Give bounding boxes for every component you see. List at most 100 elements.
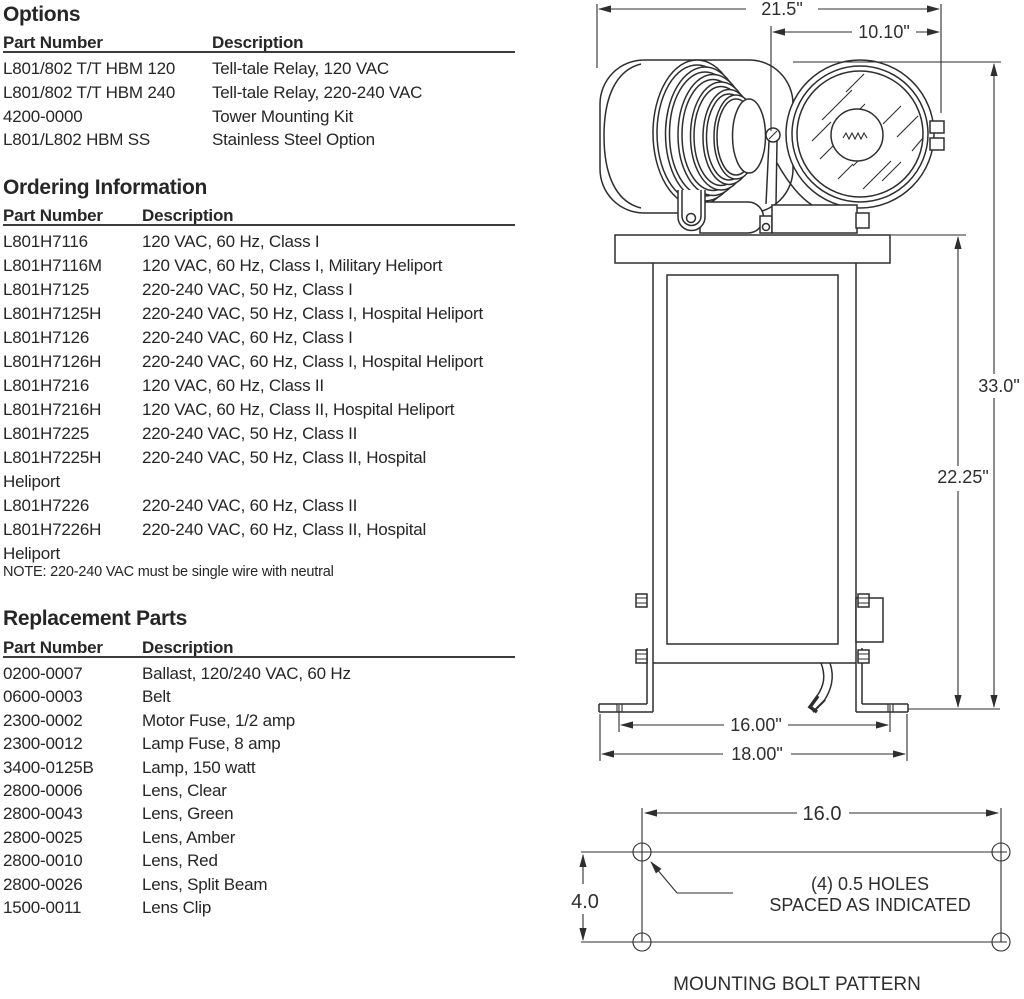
pedestal-top-plate: [614, 234, 891, 264]
part-number-cell: 0200-0007: [3, 664, 83, 683]
part-number-cell: L801H7216H: [3, 400, 102, 419]
part-number-cell: L801/802 T/T HBM 240: [3, 82, 176, 102]
part-number-cell: L801H7116M: [3, 256, 102, 275]
ordering-note: NOTE: 220-240 VAC must be single wire wi…: [3, 564, 334, 580]
table-row: L801H7225H 220-240 VAC, 50 Hz, Class II, …: [3, 446, 521, 470]
description-cell: Stainless Steel Option: [212, 130, 375, 150]
dim-label-18-00: 18.00": [731, 744, 782, 764]
part-number-cell: L801H7226: [3, 496, 90, 515]
bolt-pattern-width-dim: 16.0: [644, 803, 999, 825]
dimension-base-width: 18.00": [599, 714, 908, 764]
holes-callout: (4) 0.5 HOLES SPACED AS INDICATED: [650, 861, 971, 915]
description-cell: Lens, Clear: [142, 780, 227, 800]
mounting-bolt-pattern: 16.0 4.0 (4) 0.5 HOLES SPACED AS INDICAT…: [571, 803, 1011, 995]
table-row: L801H7226 220-240 VAC, 60 Hz, Class II: [3, 494, 521, 518]
description-cell: Lamp, 150 watt: [142, 757, 256, 777]
section-title: Options: [3, 3, 81, 26]
beacon-base-box: [771, 204, 858, 234]
part-number-cell: L801H7126H: [3, 352, 102, 371]
part-number-cell: L801H7226H: [3, 520, 102, 539]
part-number-cell: L801H7125: [3, 280, 90, 299]
part-number-cell: 3400-0125B: [3, 757, 94, 777]
part-number-cell: L801/802 T/T HBM 120: [3, 59, 176, 78]
description-cell: Tell-tale Relay, 220-240 VAC: [212, 82, 423, 102]
description-cell: 220-240 VAC, 50 Hz, Class I, Hospital He…: [142, 304, 484, 323]
description-cell: 220-240 VAC, 50 Hz, Class I: [142, 280, 353, 299]
lamp-filament: [842, 131, 868, 141]
description-cell: 120 VAC, 60 Hz, Class II: [142, 376, 324, 395]
description-cell: Tower Mounting Kit: [212, 106, 353, 126]
part-number-cell: 4200-0000: [3, 106, 83, 126]
bolt-pattern-height-dim: 4.0: [571, 854, 599, 941]
description-cell: 220-240 VAC, 50 Hz, Class II, Hospital: [142, 448, 427, 467]
description-header: Description: [142, 638, 234, 657]
description-cell: Lens, Split Beam: [142, 874, 268, 894]
description-cell: Lamp Fuse, 8 amp: [142, 734, 281, 754]
table-row: 1500-0011 Lens Clip: [3, 896, 521, 919]
part-number-cell: L801H7216: [3, 376, 90, 395]
yoke-bracket: [677, 190, 706, 232]
description-header: Description: [142, 206, 234, 225]
table-rows: L801/802 T/T HBM 120 Tell-tale Relay, 120…: [3, 57, 521, 152]
lens-front-face: [731, 98, 767, 174]
table-row: 4200-0000 Tower Mounting Kit: [3, 105, 521, 129]
motor-housing: [699, 201, 765, 234]
dim-label-33-0: 33.0": [978, 376, 1019, 396]
part-number-header: Part Number: [3, 33, 103, 52]
lens-glass: [796, 70, 924, 198]
description-cell: 220-240 VAC, 60 Hz, Class II: [142, 496, 358, 515]
holes-note-line2: SPACED AS INDICATED: [769, 895, 970, 915]
header-rule: [3, 51, 515, 53]
bolt-pattern-caption: MOUNTING BOLT PATTERN: [673, 974, 921, 995]
bolt-pattern-width-label: 16.0: [803, 803, 842, 825]
part-number-cell: 2800-0043: [3, 804, 83, 824]
description-cell: 220-240 VAC, 60 Hz, Class I: [142, 328, 353, 347]
part-number-cell: 1500-0011: [3, 897, 82, 917]
part-number-cell: L801H7225H: [3, 448, 102, 467]
table-row: 3400-0125B Lamp, 150 watt: [3, 756, 521, 779]
bolt-hole: [632, 932, 652, 952]
dimension-overall-height: 33.0": [793, 61, 1020, 708]
part-number-cell: L801H7225: [3, 424, 90, 443]
table-row: L801H7126 220-240 VAC, 60 Hz, Class I: [3, 326, 521, 350]
latch-tab-lower: [929, 137, 945, 151]
section-title: Replacement Parts: [3, 607, 187, 630]
description-cell: 220-240 VAC, 60 Hz, Class II, Hospital: [142, 520, 427, 539]
description-cell: Ballast, 120/240 VAC, 60 Hz: [142, 664, 351, 683]
beacon-side-view: [599, 59, 945, 234]
section-title: Ordering Information: [3, 176, 208, 199]
part-number-cell: 0600-0003: [3, 687, 83, 707]
description-header: Description: [212, 33, 304, 52]
table-row: L801H7216 120 VAC, 60 Hz, Class II: [3, 374, 521, 398]
part-number-cell: 2800-0006: [3, 780, 83, 800]
part-number-cell: L801H7116: [3, 232, 88, 251]
bolt-pattern-height-label: 4.0: [571, 891, 599, 913]
dimension-annotations: 21.5" 10.10" 33.0" 22.2: [596, 0, 1020, 764]
description-cell: Tell-tale Relay, 120 VAC: [212, 59, 389, 78]
dimension-lens-width: 10.10": [770, 22, 940, 131]
table-row: 0200-0007 Ballast, 120/240 VAC, 60 Hz: [3, 662, 521, 685]
dimension-pedestal-height: 22.25": [890, 234, 1000, 710]
dim-label-21-5: 21.5": [761, 0, 802, 19]
mounting-bolts: [635, 593, 870, 664]
latch-tab-upper: [929, 120, 945, 134]
part-number-cell: L801H7126: [3, 328, 90, 347]
holes-note-line1: (4) 0.5 HOLES: [811, 874, 929, 894]
housing-inner-edge: [603, 63, 642, 209]
dim-label-10-10: 10.10": [858, 22, 909, 42]
description-cell: Lens, Amber: [142, 827, 236, 847]
description-cell: Lens Clip: [142, 897, 212, 917]
conduit: [807, 662, 833, 714]
